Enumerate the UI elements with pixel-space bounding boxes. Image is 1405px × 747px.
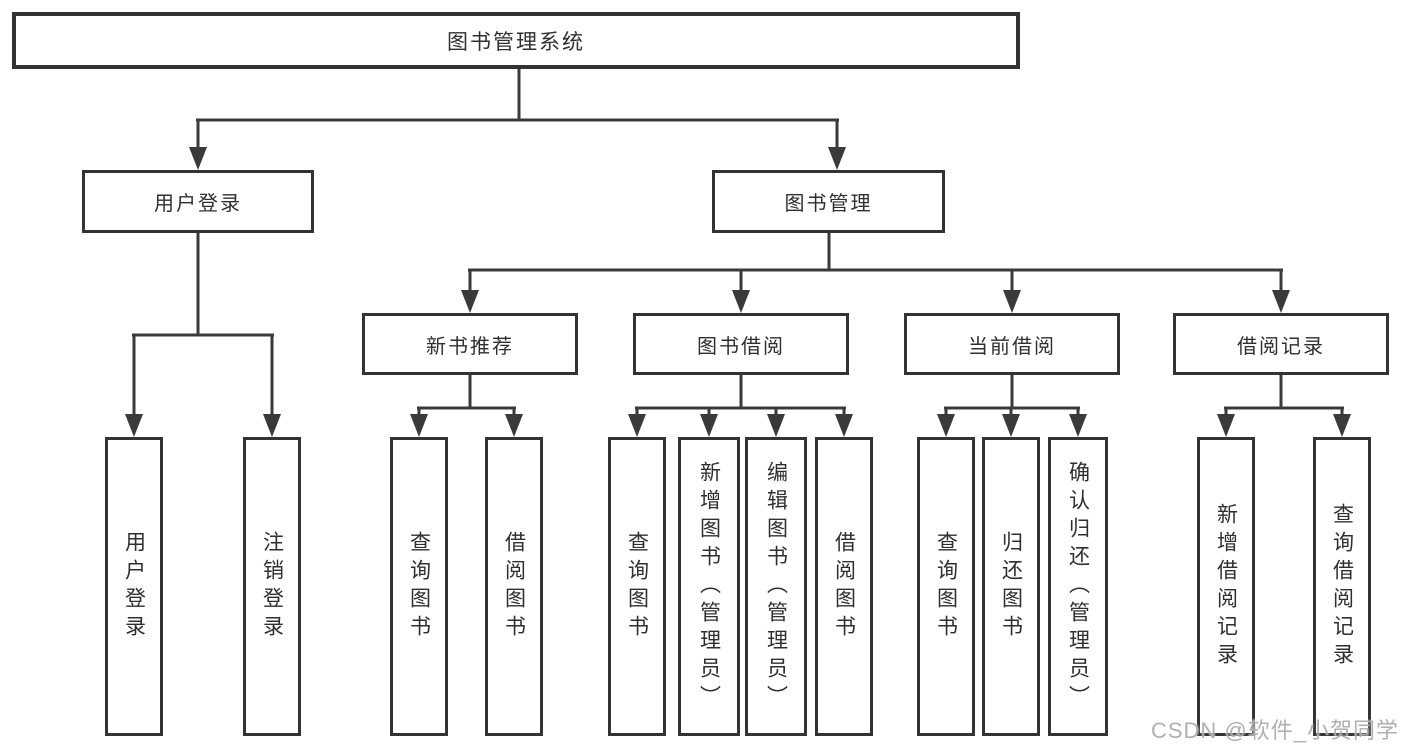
node-user-login: 用户登录 [82,170,314,233]
leaf-query-books-current: 查询图书 [917,437,975,736]
leaf-return-books: 归还图书 [982,437,1040,736]
leaf-add-borrow-record: 新增借阅记录 [1197,437,1255,736]
leaf-label: 确认归还（管理员） [1066,460,1090,713]
leaf-add-books-admin: 新增图书（管理员） [678,437,740,736]
leaf-logout: 注销登录 [243,437,301,736]
node-book-borrowing: 图书借阅 [633,313,849,375]
leaf-query-borrow-record: 查询借阅记录 [1313,437,1371,736]
leaf-edit-books-admin: 编辑图书（管理员） [745,437,807,736]
leaf-query-books-borrow: 查询图书 [608,437,666,736]
leaf-label: 借阅图书 [502,530,526,643]
csdn-watermark: CSDN @软件_小贺同学 [1150,718,1399,743]
node-borrowing-records: 借阅记录 [1173,313,1389,375]
node-library-system: 图书管理系统 [12,12,1020,69]
leaf-borrow-books: 借阅图书 [815,437,873,736]
leaf-borrow-books-recommend: 借阅图书 [485,437,543,736]
node-new-book-recommendation: 新书推荐 [362,313,578,375]
node-label: 用户登录 [154,193,242,215]
leaf-label: 注销登录 [260,530,284,643]
node-label: 当前借阅 [968,335,1056,358]
leaf-label: 查询图书 [625,530,649,643]
node-current-borrowing: 当前借阅 [904,313,1120,375]
leaf-query-books-recommend: 查询图书 [390,437,448,736]
node-label: 借阅记录 [1237,335,1325,358]
leaf-label: 查询图书 [934,530,958,643]
leaf-label: 借阅图书 [832,530,856,643]
leaf-label: 归还图书 [999,530,1023,643]
leaf-label: 查询图书 [407,530,431,643]
leaf-user-login: 用户登录 [105,437,163,736]
node-label: 图书借阅 [697,335,785,358]
node-label: 图书管理系统 [447,30,585,54]
node-book-management: 图书管理 [712,170,945,233]
leaf-label: 用户登录 [122,530,146,643]
leaf-label: 编辑图书（管理员） [764,460,788,713]
leaf-label: 新增借阅记录 [1214,502,1238,671]
node-label: 新书推荐 [426,335,514,358]
leaf-label: 新增图书（管理员） [697,460,721,713]
node-label: 图书管理 [784,193,873,215]
leaf-label: 查询借阅记录 [1330,502,1354,671]
leaf-confirm-return-admin: 确认归还（管理员） [1048,437,1108,736]
